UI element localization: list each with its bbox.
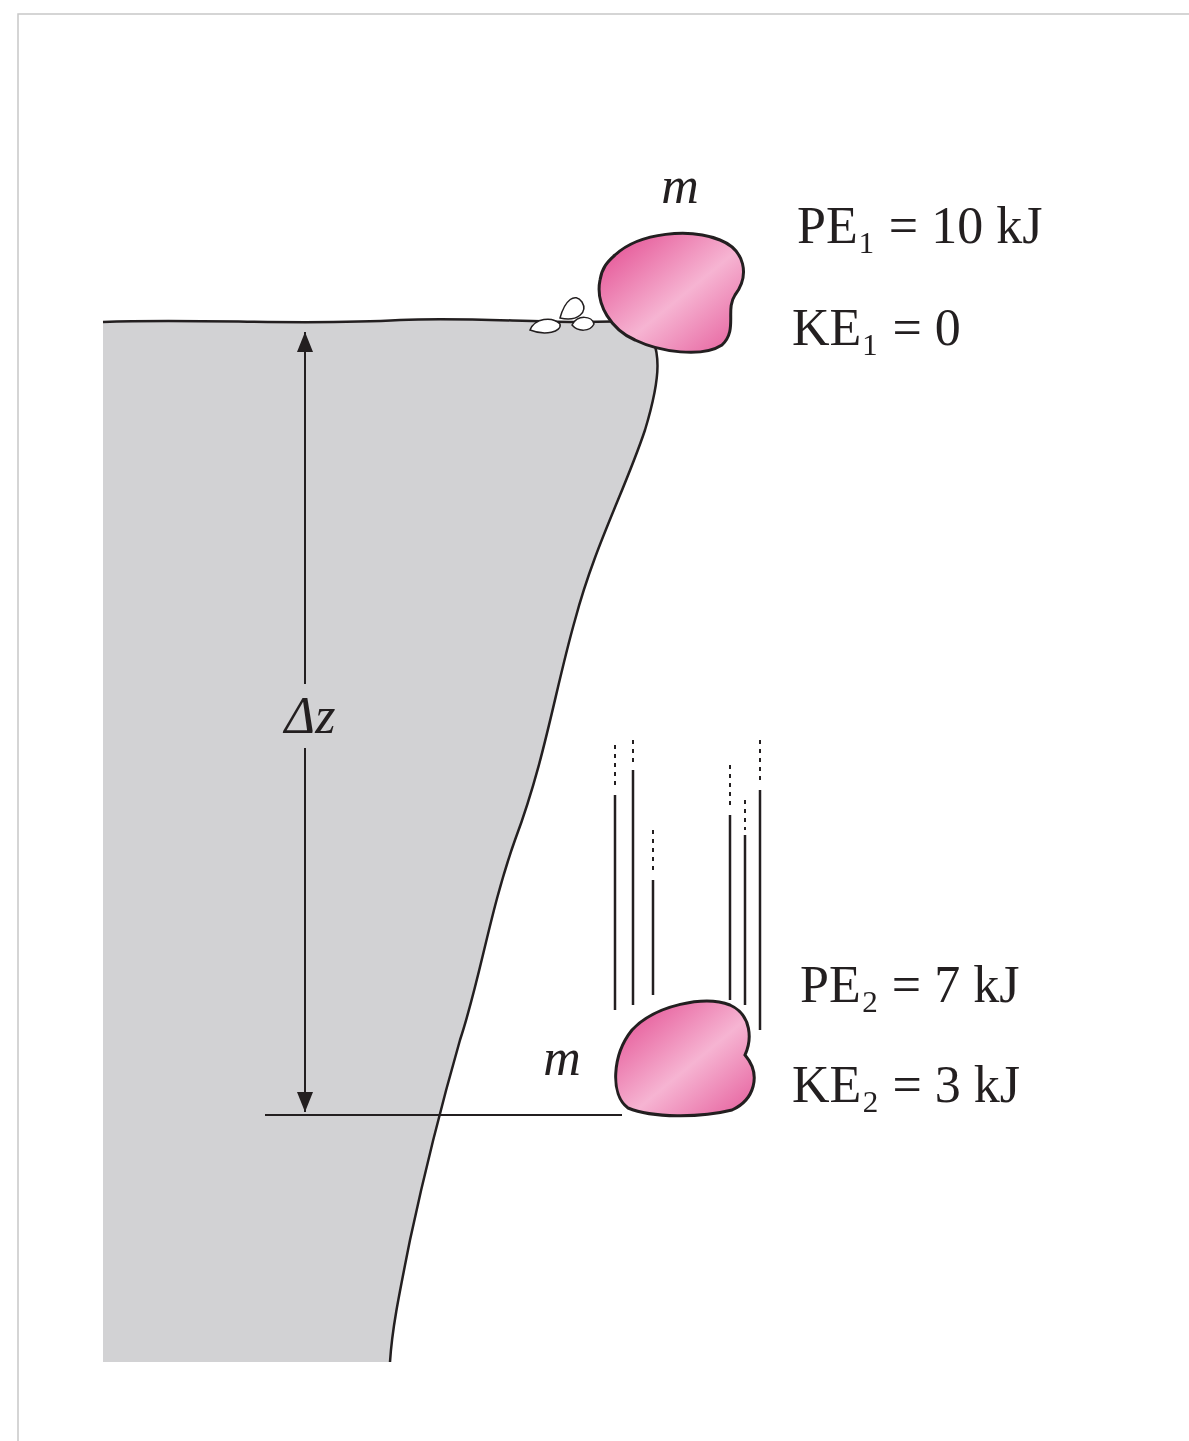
pebble [572, 317, 594, 330]
reference-line [265, 1114, 622, 1116]
frame [18, 14, 1189, 1441]
dimension-label: Δz [281, 684, 340, 748]
pebble [560, 298, 584, 319]
mass-label: m [543, 1032, 581, 1084]
pebble [530, 319, 560, 333]
mass-label: m [661, 160, 699, 212]
energy-label: PE₁ = 10 kJ [797, 200, 1042, 252]
energy-label: PE₂ = 7 kJ [800, 959, 1019, 1011]
rock [599, 233, 743, 352]
cliff-edge [103, 319, 658, 1362]
motion-lines [615, 740, 760, 1030]
energy-label: KE₂ = 3 kJ [792, 1059, 1020, 1111]
rock [616, 1001, 754, 1116]
energy-label: KE₁ = 0 [792, 302, 961, 354]
cliff [103, 319, 658, 1362]
